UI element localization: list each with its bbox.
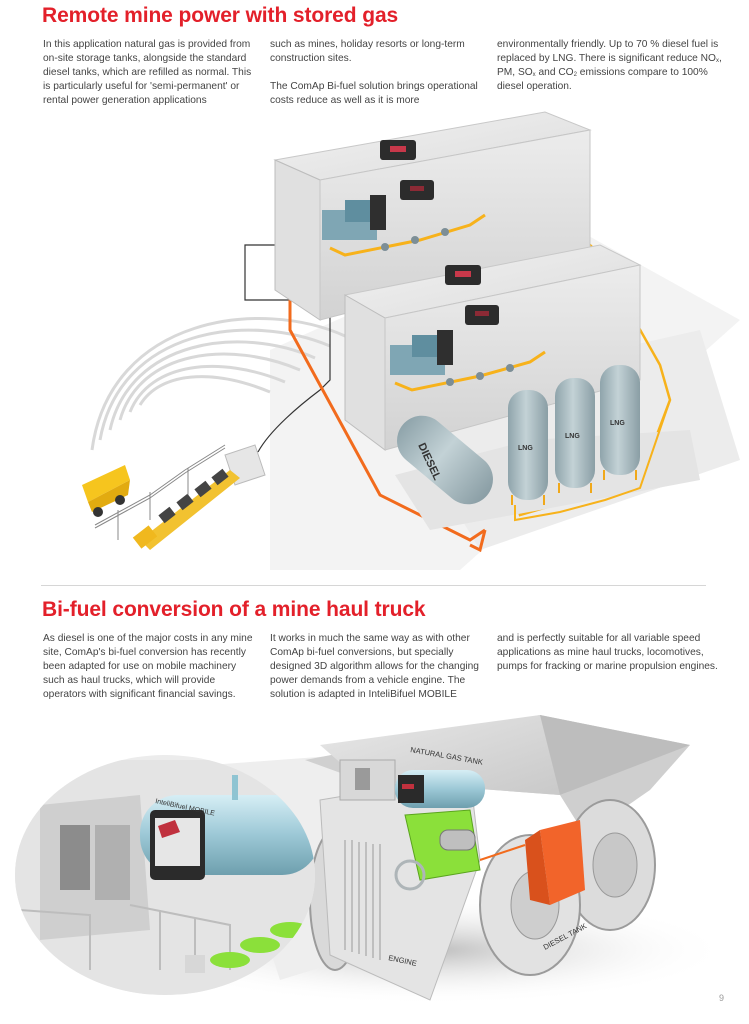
section-title-haul-truck: Bi-fuel conversion of a mine haul truck (42, 598, 426, 621)
subscript: 2 (573, 72, 577, 78)
text: NO (700, 53, 716, 64)
open-pit-mine (90, 317, 346, 451)
section1-column-1: In this application natural gas is provi… (43, 38, 258, 108)
section1-column-2: such as mines, holiday resorts or long-t… (270, 38, 485, 108)
text: and CO (535, 67, 574, 78)
paragraph: and is perfectly suitable for all variab… (497, 633, 718, 672)
rear-wheel (564, 799, 656, 931)
diesel-tank (479, 820, 585, 905)
gas-pipe (514, 399, 671, 522)
section-title-remote-mine: Remote mine power with stored gas (42, 4, 399, 27)
haul-truck-illustration: NATURAL GAS TANK (15, 715, 730, 1005)
paragraph: In this application natural gas is provi… (43, 39, 252, 106)
page-number: 9 (719, 993, 725, 1003)
lng-label: LNG (518, 445, 533, 452)
section2-column-1: As diesel is one of the major costs in a… (43, 632, 258, 702)
ore-train (132, 468, 240, 550)
zoom-inset: InteliBifuel MOBILE (15, 755, 315, 995)
text: , PM, SO (497, 53, 722, 78)
paragraph: The ComAp Bi-fuel solution brings operat… (270, 81, 478, 106)
paragraph: such as mines, holiday resorts or long-t… (270, 39, 465, 64)
mine-power-illustration: DIESEL LNG LNG LNG (82, 111, 740, 570)
subscript: x (715, 58, 719, 64)
lng-tank-3: LNG (600, 365, 640, 480)
lng-label: LNG (610, 420, 625, 427)
lng-tank-2: LNG (555, 378, 595, 493)
paragraph-emissions: environmentally friendly. Up to 70 % die… (497, 38, 727, 94)
section2-column-2: It works in much the same way as with ot… (270, 632, 485, 702)
diesel-pipe (288, 265, 486, 542)
lng-tank-1: LNG (508, 390, 548, 505)
subscript: x (532, 72, 536, 78)
paragraph: It works in much the same way as with ot… (270, 633, 479, 700)
text: emissions compare to 100% diesel operati… (497, 67, 708, 92)
natural-gas-tank (395, 770, 485, 808)
small-dump-truck (82, 465, 130, 517)
generator-container-2 (343, 244, 642, 451)
section1-column-3: environmentally friendly. Up to 70 % die… (497, 38, 727, 94)
paragraph: As diesel is one of the major costs in a… (43, 633, 253, 700)
section-divider (41, 585, 706, 586)
lng-label: LNG (565, 433, 580, 440)
text: environmentally friendly. Up to 70 % die… (497, 39, 719, 64)
section2-column-3: and is perfectly suitable for all variab… (497, 632, 727, 674)
engine (394, 809, 481, 891)
power-lines (94, 444, 226, 540)
intelibifuel-mobile-controller (150, 810, 205, 880)
diesel-pipe (469, 529, 487, 553)
